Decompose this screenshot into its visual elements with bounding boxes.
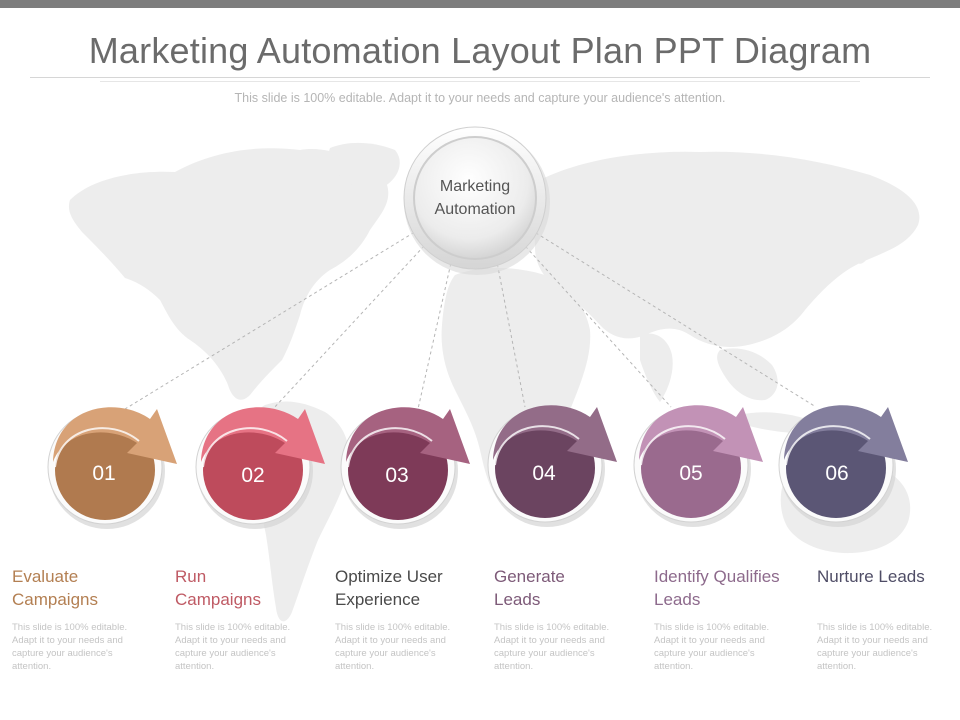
step-title-02: Run Campaigns	[175, 567, 261, 609]
step-disk	[641, 418, 741, 518]
step-arrow-highlight	[785, 425, 871, 466]
slide-title: Marketing Automation Layout Plan PPT Dia…	[88, 30, 872, 71]
step-disk	[55, 420, 155, 520]
step-number-06: 06	[825, 462, 849, 485]
connector-line-02	[272, 245, 425, 410]
step-title-06: Nurture Leads	[817, 567, 925, 586]
step-disk	[348, 420, 448, 520]
step-arrow-highlight	[202, 427, 288, 468]
connector-line-06	[535, 232, 817, 408]
step-number-02: 02	[241, 464, 265, 487]
step-arrow	[639, 405, 763, 462]
step-arrow	[346, 407, 470, 464]
step-arrow-highlight	[347, 427, 433, 468]
step-arrow	[784, 405, 908, 462]
step-node-04	[487, 405, 617, 527]
step-description-02: This slide is 100% editable. Adapt it to…	[175, 622, 291, 672]
step-node-05	[633, 405, 763, 527]
step-description-03: This slide is 100% editable. Adapt it to…	[335, 622, 451, 672]
step-node-03	[340, 407, 470, 529]
step-description-01: This slide is 100% editable. Adapt it to…	[12, 622, 128, 672]
step-arrow-highlight	[640, 425, 726, 466]
step-number-03: 03	[385, 464, 409, 487]
connector-line-03	[417, 263, 452, 410]
step-node-06	[778, 405, 908, 527]
step-disk	[203, 420, 303, 520]
step-disk	[495, 418, 595, 518]
step-arrow	[201, 407, 325, 464]
hub-label: Marketing Automation	[405, 175, 545, 221]
hub-label-line-2: Automation	[434, 201, 516, 218]
slide-subtitle: This slide is 100% editable. Adapt it to…	[234, 91, 726, 105]
step-arrow	[493, 405, 617, 462]
step-node-01	[47, 407, 177, 529]
step-number-04: 04	[532, 462, 556, 485]
connector-line-04	[496, 264, 526, 408]
step-title-03: Optimize User Experience	[335, 567, 443, 609]
step-title-05: Identify Qualifies Leads	[654, 567, 780, 609]
step-title-01: Evaluate Campaigns	[12, 567, 98, 609]
step-description-06: This slide is 100% editable. Adapt it to…	[817, 622, 933, 672]
step-number-05: 05	[679, 462, 703, 485]
step-title-04: Generate Leads	[494, 567, 565, 609]
step-arrow-highlight	[54, 427, 140, 468]
step-arrow	[53, 407, 177, 464]
step-number-01: 01	[92, 462, 116, 485]
title-divider-thin	[100, 81, 860, 82]
connector-line-01	[124, 232, 415, 410]
step-description-05: This slide is 100% editable. Adapt it to…	[654, 622, 770, 672]
title-divider	[30, 77, 930, 78]
hub-node	[403, 126, 550, 275]
step-disk	[786, 418, 886, 518]
step-description-04: This slide is 100% editable. Adapt it to…	[494, 622, 610, 672]
connector-line-05	[525, 246, 672, 408]
hub-label-line-1: Marketing	[439, 178, 511, 195]
connector-lines	[124, 232, 817, 410]
step-nodes	[47, 405, 908, 529]
top-bar	[0, 0, 960, 8]
step-node-02	[195, 407, 325, 529]
step-arrow-highlight	[494, 425, 580, 466]
